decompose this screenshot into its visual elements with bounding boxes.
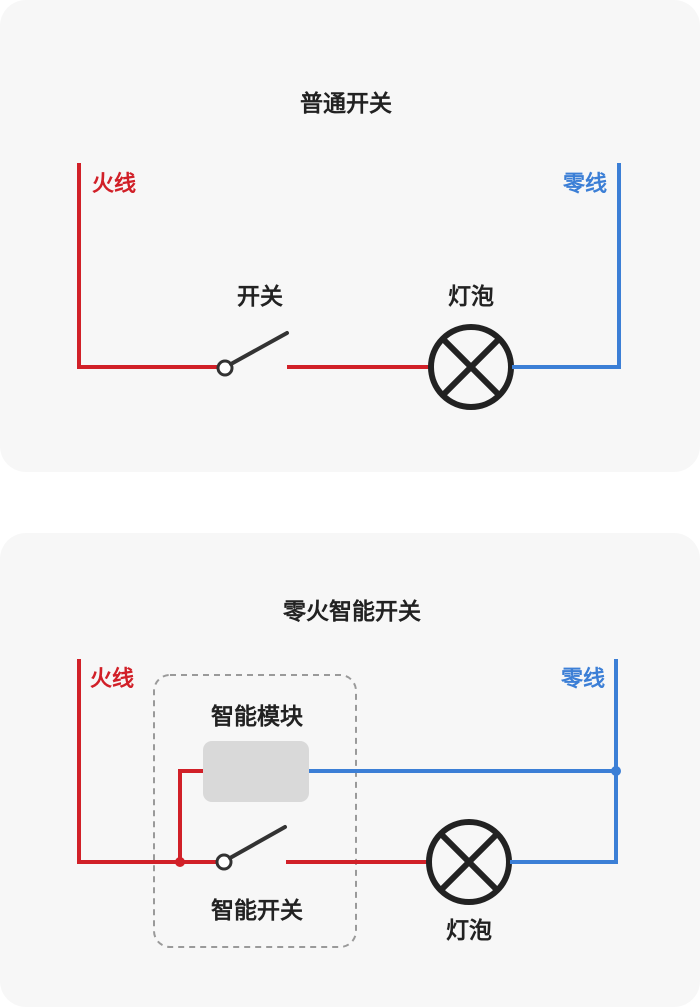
top-switch-blade	[229, 331, 289, 366]
top-switch-pivot	[216, 359, 234, 377]
standard-switch-diagram: 普通开关 火线 开关 灯泡 零线	[77, 90, 621, 410]
bottom-bulb-icon	[426, 819, 512, 905]
smart-module-label: 智能模块	[211, 703, 303, 730]
smart-switch-diagram: 零火智能开关 火线 智能模块 智能开关 灯泡 零线	[77, 598, 621, 948]
standard-switch-title: 普通开关	[300, 90, 392, 117]
live-branch-to-module	[178, 769, 203, 862]
bottom-neutral-label: 零线	[560, 666, 605, 692]
top-neutral-wire	[512, 163, 621, 369]
bottom-switch-blade	[228, 825, 287, 860]
smart-switch-enclosure	[153, 674, 357, 948]
bottom-live-label: 火线	[90, 666, 134, 692]
top-bulb-icon	[428, 324, 514, 410]
smart-switch-label: 智能开关	[211, 897, 303, 924]
top-switch-label: 开关	[237, 283, 283, 310]
live-junction-dot	[175, 857, 185, 867]
smart-switch-title: 零火智能开关	[282, 598, 421, 625]
bottom-neutral-wire	[510, 659, 618, 864]
top-live-label: 火线	[92, 171, 136, 197]
standard-switch-panel	[0, 0, 700, 472]
bottom-live-wire	[77, 659, 218, 864]
bottom-bulb-label: 灯泡	[446, 917, 492, 944]
top-bulb-label: 灯泡	[448, 283, 494, 310]
top-neutral-label: 零线	[562, 171, 607, 197]
top-live-wire	[77, 163, 218, 369]
smart-module-box	[203, 741, 309, 802]
bottom-switch-pivot	[215, 853, 233, 871]
